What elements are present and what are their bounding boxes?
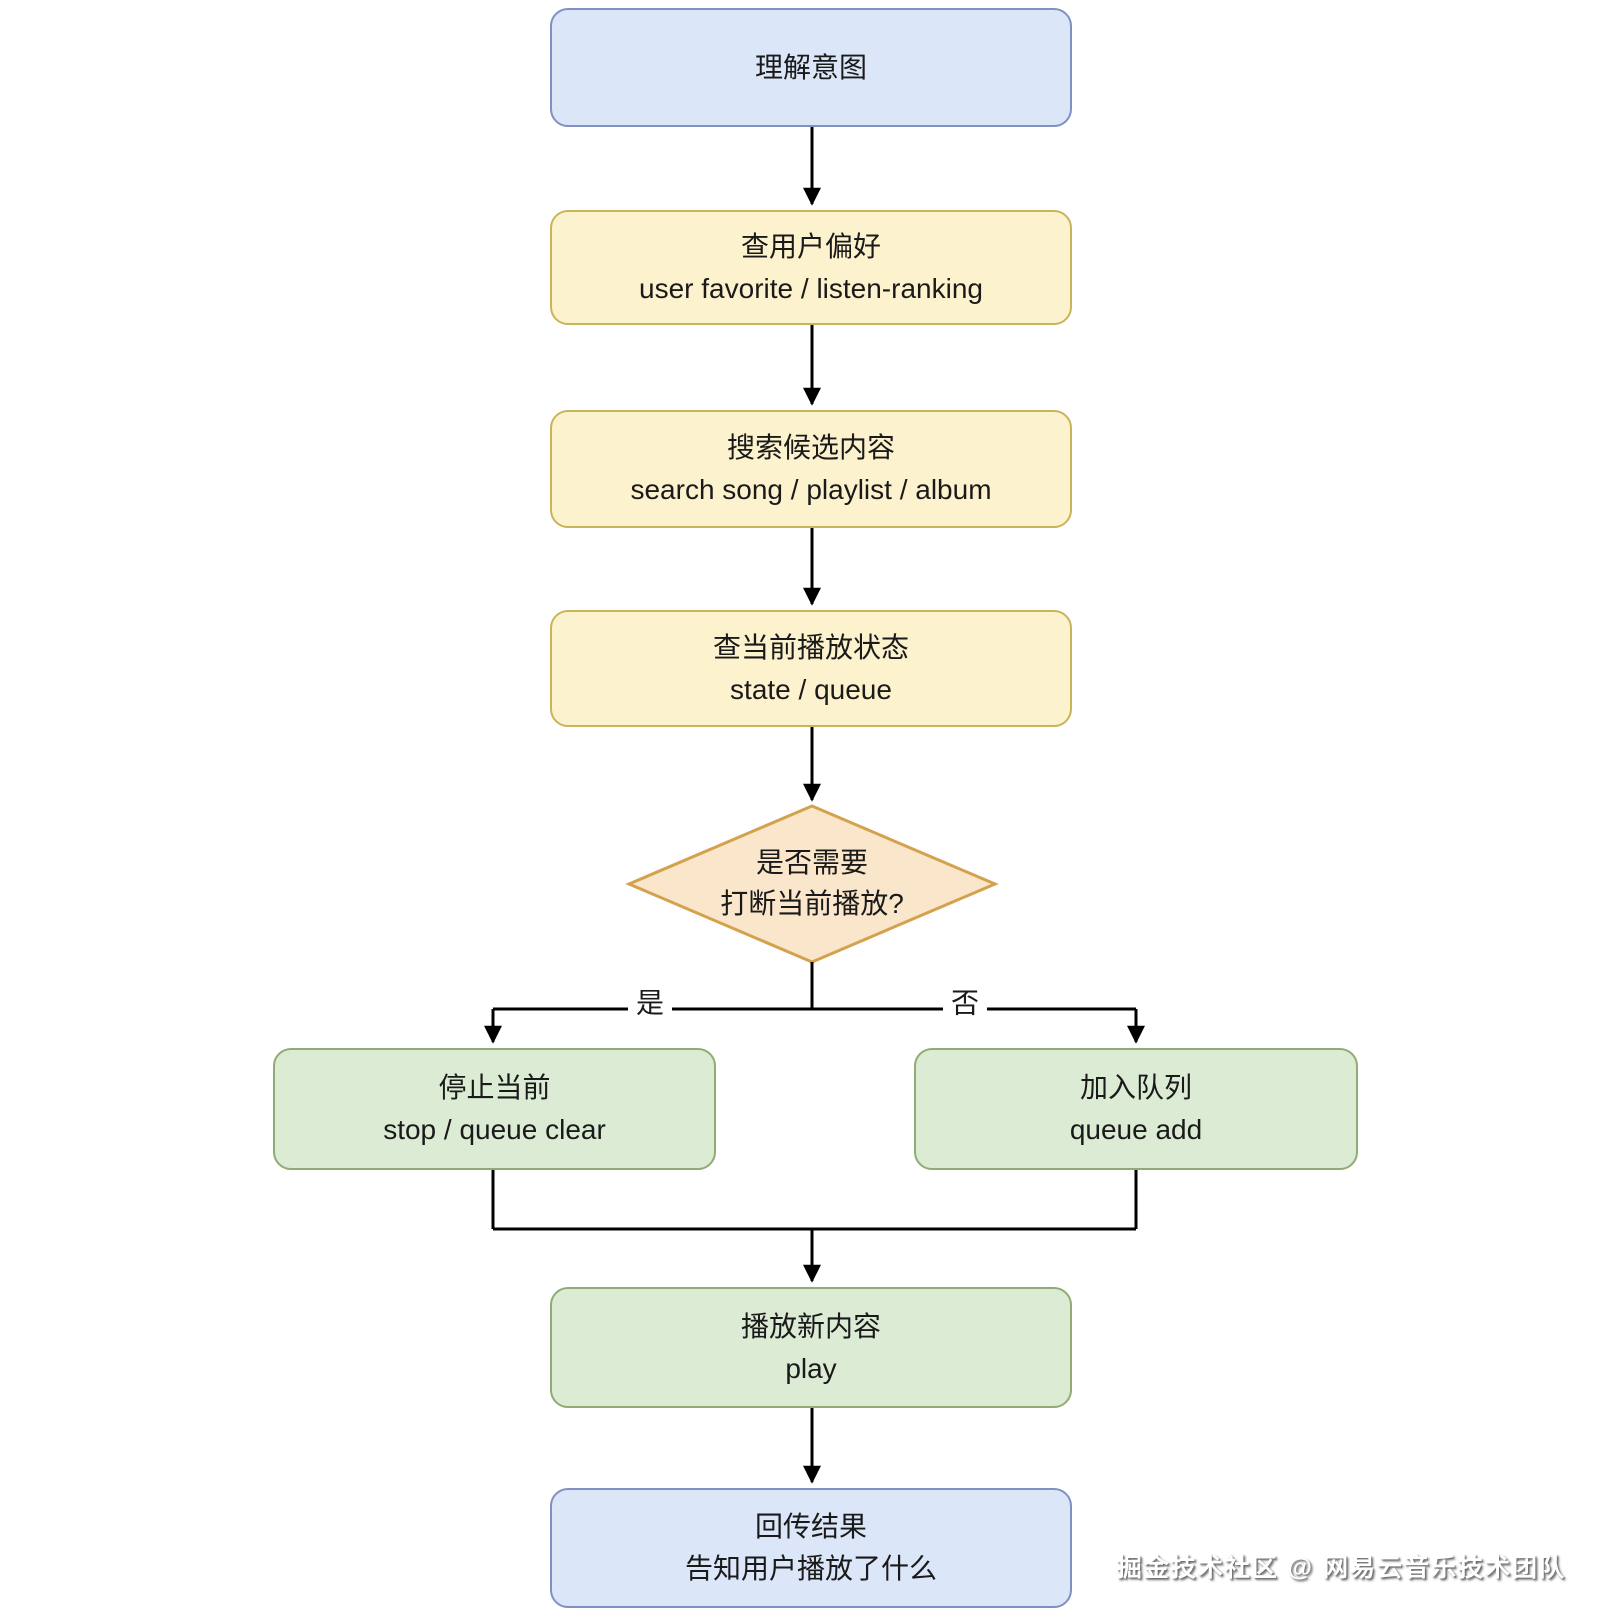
node-query-user-preference: 查用户偏好 user favorite / listen-ranking <box>550 210 1072 325</box>
node-query-play-state: 查当前播放状态 state / queue <box>550 610 1072 727</box>
node-queue-add-title: 加入队列 <box>1079 1072 1192 1103</box>
node-search-candidates-subtitle: search song / playlist / album <box>630 474 992 505</box>
edge-label-yes: 是 <box>627 988 673 1020</box>
node-return-result-subtitle: 告知用户播放了什么 <box>684 1553 937 1584</box>
node-understand-intent: 理解意图 <box>550 8 1072 127</box>
node-return-result-title: 回传结果 <box>754 1511 867 1542</box>
watermark: 掘金技术社区 @ 网易云音乐技术团队 <box>1116 1554 1566 1582</box>
edge-label-no: 否 <box>942 988 988 1020</box>
node-query-user-preference-subtitle: user favorite / listen-ranking <box>639 272 983 304</box>
decision-interrupt-playback-line1: 是否需要 <box>755 847 868 879</box>
node-search-candidates: 搜索候选内容 search song / playlist / album <box>550 410 1072 528</box>
node-query-play-state-subtitle: state / queue <box>730 673 892 705</box>
node-play-new-content-title: 播放新内容 <box>740 1310 881 1342</box>
node-stop-current-subtitle: stop / queue clear <box>383 1114 606 1145</box>
node-query-user-preference-title: 查用户偏好 <box>740 230 881 262</box>
node-play-new-content-subtitle: play <box>785 1352 837 1384</box>
decision-interrupt-playback-line2: 打断当前播放? <box>720 888 904 919</box>
node-stop-current-title: 停止当前 <box>438 1072 551 1103</box>
node-queue-add-subtitle: queue add <box>1069 1114 1203 1145</box>
node-play-new-content: 播放新内容 play <box>550 1287 1072 1408</box>
node-return-result: 回传结果 告知用户播放了什么 <box>550 1488 1072 1608</box>
decision-interrupt-playback: 是否需要 打断当前播放? <box>637 824 987 944</box>
node-stop-current: 停止当前 stop / queue clear <box>273 1048 716 1170</box>
node-query-play-state-title: 查当前播放状态 <box>712 631 909 663</box>
node-queue-add: 加入队列 queue add <box>914 1048 1358 1170</box>
node-understand-intent-label: 理解意图 <box>754 51 867 83</box>
node-search-candidates-title: 搜索候选内容 <box>726 432 895 463</box>
